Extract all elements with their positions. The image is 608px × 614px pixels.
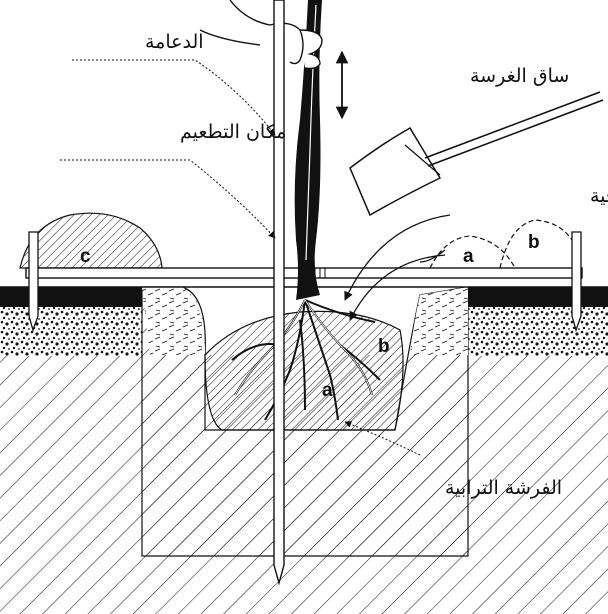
leader-support [72, 59, 276, 136]
letter-pile-c: c [80, 246, 91, 267]
turf-left [0, 287, 142, 307]
pit-wall-right [410, 287, 468, 355]
gravel-layer-left [0, 306, 142, 356]
topsoil-pile-a [429, 235, 516, 269]
pit-wall-left [142, 287, 205, 355]
label-seedling-stem: ساق الغرسة [470, 65, 569, 87]
shovel [349, 91, 604, 217]
letter-topsoil-b: b [528, 232, 540, 253]
stake-right [571, 231, 582, 333]
letter-bed-a: a [322, 380, 333, 401]
stake-left [28, 231, 39, 333]
topsoil-arrow-b [349, 254, 446, 321]
letter-topsoil-a: a [463, 246, 474, 267]
soil-pile-c [19, 212, 163, 269]
seedling-trunk [294, 0, 322, 300]
hand [199, 0, 323, 70]
label-graft-point: مكان التطعيم [180, 121, 286, 143]
letter-bed-b: b [378, 336, 390, 357]
label-soil-bed: الفرشة الترابية [445, 477, 562, 499]
label-topsoil: التربة السطحية [590, 185, 608, 207]
leader-graft [60, 159, 276, 239]
gravel-layer-right [468, 306, 608, 356]
turf-right [468, 287, 608, 307]
support-stake [273, 0, 285, 586]
topsoil-arrow-a [344, 214, 451, 301]
label-support-stake: الدعامة [145, 31, 204, 53]
leader-bed [344, 421, 421, 456]
